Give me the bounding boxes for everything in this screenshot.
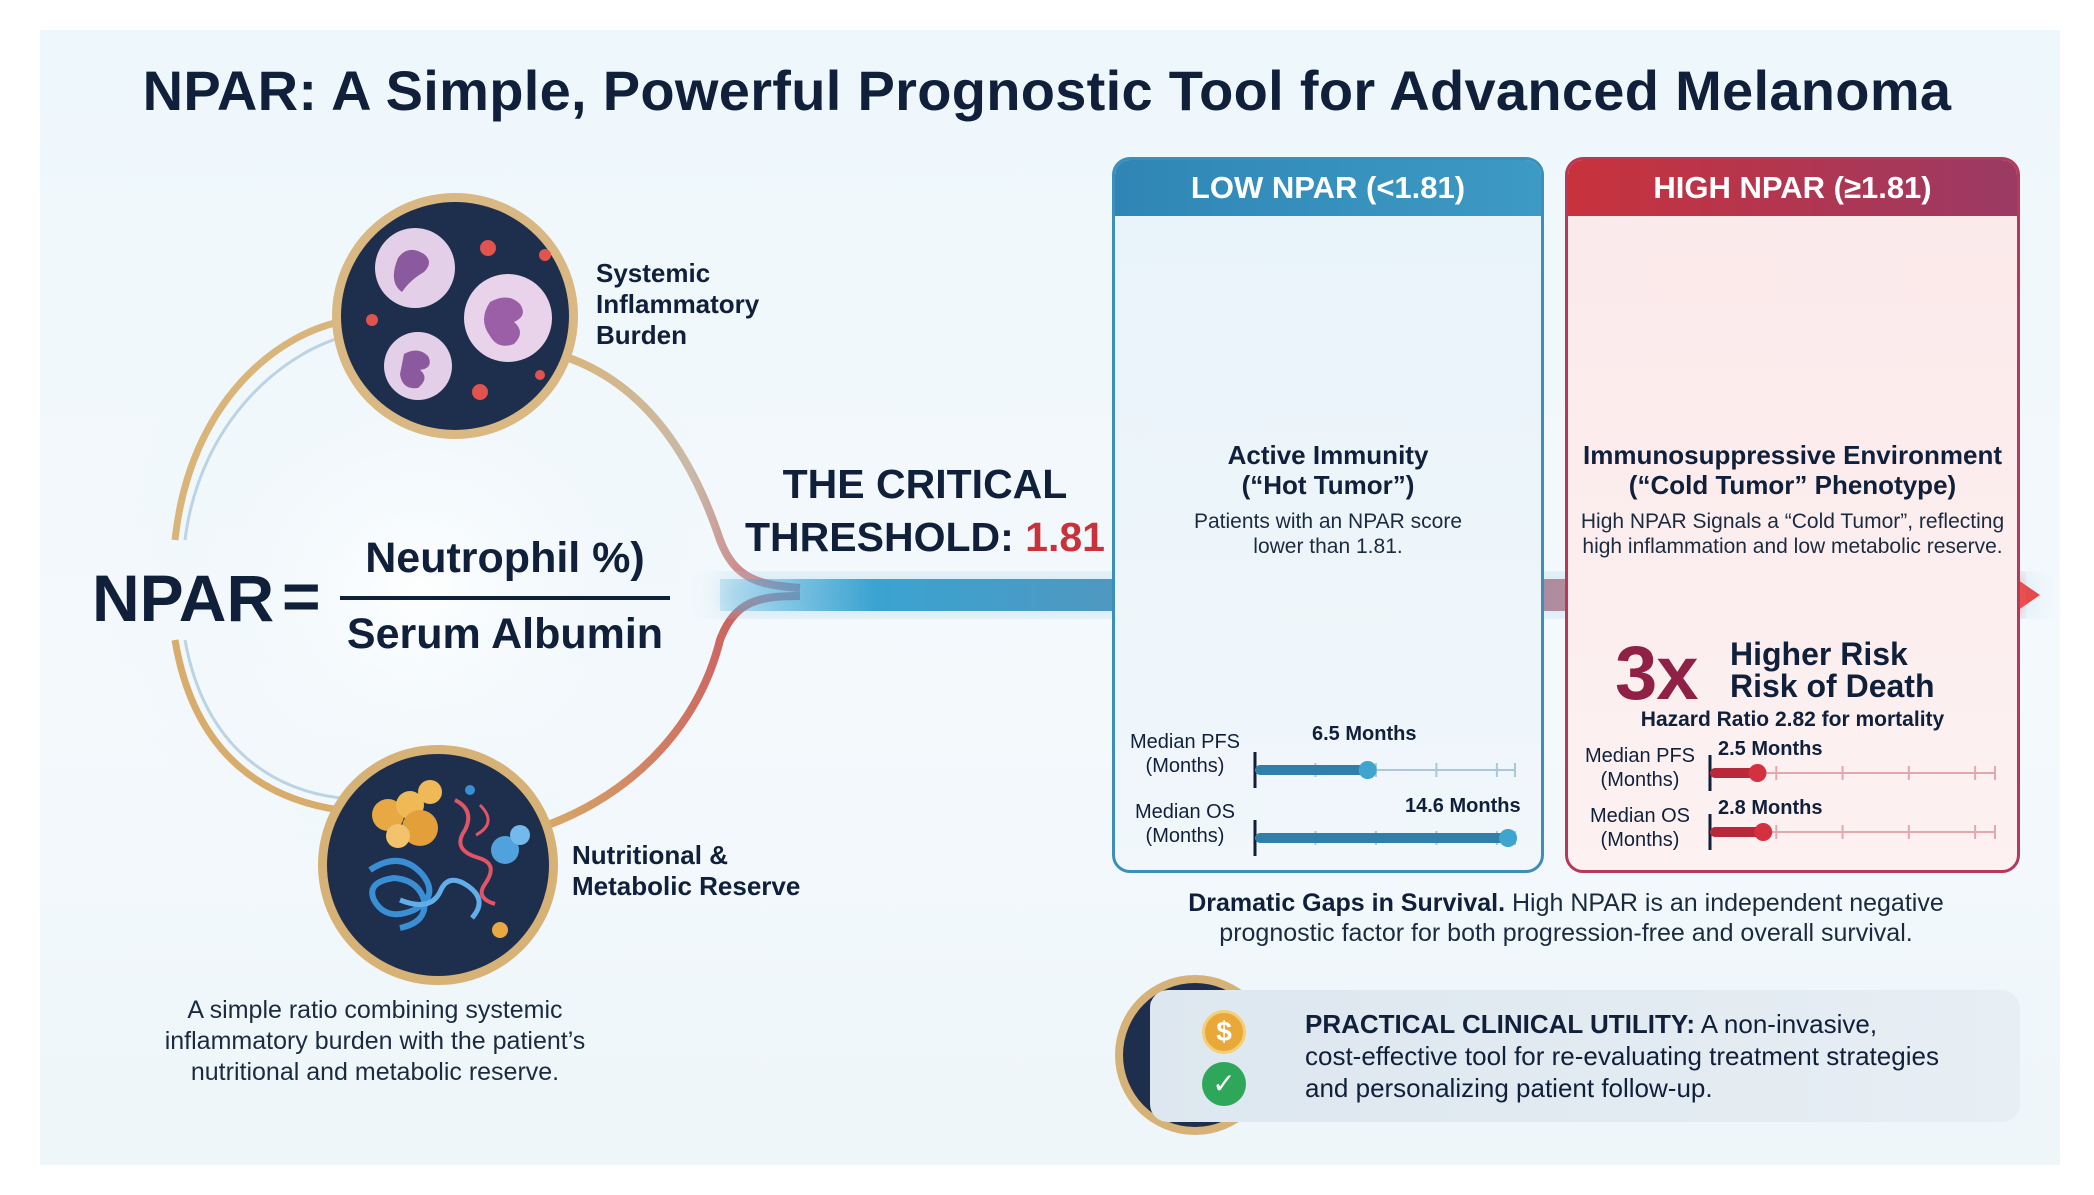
formula-glow bbox=[100, 290, 740, 890]
high-npar-header: HIGH NPAR (≥1.81) bbox=[1568, 160, 2017, 216]
low-subtitle-1: Active Immunity bbox=[1227, 440, 1429, 470]
formula-lhs: NPAR bbox=[92, 561, 275, 635]
gaps-line-2: prognostic factor for both progression-f… bbox=[1219, 919, 1913, 947]
risk-line-2: Risk of Death bbox=[1730, 668, 1935, 704]
inflammatory-line-1: Systemic bbox=[596, 258, 711, 288]
high-subtitle-1: Immunosuppressive Environment bbox=[1583, 440, 2002, 470]
low-npar-panel: LOW NPAR (<1.81) Active Immunity (“Hot T… bbox=[1112, 157, 1544, 873]
low-bar-marker-1 bbox=[1499, 829, 1518, 847]
survival-gaps-text: Dramatic Gaps in Survival. High NPAR is … bbox=[1112, 888, 2020, 948]
low-pfs-label-a: Median PFS bbox=[1129, 731, 1241, 753]
fraction-line bbox=[340, 596, 670, 600]
clinical-utility-box bbox=[1150, 990, 2020, 1122]
ring-arc-bottom-left bbox=[171, 639, 341, 814]
low-pfs-label-b: (Months) bbox=[1145, 755, 1225, 777]
low-os-label-b: (Months) bbox=[1145, 825, 1225, 847]
high-bar-0 bbox=[1710, 768, 1758, 778]
low-npar-header: LOW NPAR (<1.81) bbox=[1115, 160, 1541, 216]
low-desc-2: lower than 1.81. bbox=[1253, 535, 1403, 558]
threshold-line-1: THE CRITICAL bbox=[782, 461, 1068, 507]
formula-numerator: Neutrophil %) bbox=[365, 534, 645, 582]
low-bar-0 bbox=[1255, 765, 1368, 775]
low-subtitle-2: (“Hot Tumor”) bbox=[1241, 470, 1415, 500]
utility-line-1: A non-invasive, bbox=[1694, 1009, 1878, 1039]
hazard-ratio: Hazard Ratio 2.82 for mortality bbox=[1640, 708, 1945, 731]
nutritional-reserve-label: Nutritional & Metabolic Reserve bbox=[572, 840, 800, 902]
low-os-label: Median OS (Months) bbox=[1120, 800, 1250, 848]
ring-arc-top-left-inner bbox=[183, 333, 351, 541]
high-bar-marker-0 bbox=[1748, 764, 1767, 782]
threshold-line-2: THRESHOLD: bbox=[745, 514, 1014, 560]
high-os-value: 2.8 Months bbox=[1718, 797, 1823, 819]
high-pfs-label: Median PFS (Months) bbox=[1575, 744, 1705, 792]
low-desc-1: Patients with an NPAR score bbox=[1193, 510, 1463, 533]
low-os-label-a: Median OS bbox=[1134, 801, 1236, 823]
low-pfs-label: Median PFS (Months) bbox=[1120, 730, 1250, 778]
high-os-label: Median OS (Months) bbox=[1575, 804, 1705, 852]
high-subtitle-2: (“Cold Tumor” Phenotype) bbox=[1628, 470, 1957, 500]
formula-denominator: Serum Albumin bbox=[346, 610, 664, 658]
threshold-value: 1.81 bbox=[1025, 514, 1105, 560]
critical-threshold: THE CRITICAL THRESHOLD: 1.81 bbox=[740, 458, 1110, 564]
nutritional-line-1: Nutritional & bbox=[572, 840, 728, 870]
gaps-line-1: High NPAR is an independent negative bbox=[1505, 889, 1944, 917]
high-npar-panel: HIGH NPAR (≥1.81) Immunosuppressive Envi… bbox=[1565, 157, 2020, 873]
risk-multiplier: 3x bbox=[1615, 631, 1699, 716]
check-icon: ✓ bbox=[1202, 1062, 1246, 1106]
risk-line-1: Higher Risk bbox=[1730, 636, 1908, 672]
low-pfs-value: 6.5 Months bbox=[1312, 723, 1417, 745]
high-os-label-a: Median OS bbox=[1589, 805, 1691, 827]
low-os-value: 14.6 Months bbox=[1405, 795, 1521, 817]
low-bar-marker-0 bbox=[1358, 761, 1377, 779]
utility-line-2: cost-effective tool for re-evaluating tr… bbox=[1305, 1041, 1939, 1071]
high-bar-marker-1 bbox=[1754, 823, 1773, 841]
coin-icon: $ bbox=[1202, 1010, 1246, 1054]
high-desc-2: high inflammation and low metabolic rese… bbox=[1582, 535, 2003, 558]
inflammatory-burden-label: Systemic Inflammatory Burden bbox=[596, 258, 759, 351]
page-title: NPAR: A Simple, Powerful Prognostic Tool… bbox=[142, 59, 1952, 122]
clinical-utility-text: PRACTICAL CLINICAL UTILITY: A non-invasi… bbox=[1305, 1008, 1995, 1104]
inflammatory-line-2: Inflammatory bbox=[596, 289, 760, 319]
nutritional-line-2: Metabolic Reserve bbox=[572, 871, 801, 901]
ratio-caption: A simple ratio combining systemic inflam… bbox=[164, 996, 586, 1086]
ring-arc-top-left bbox=[171, 316, 351, 541]
high-desc-1: High NPAR Signals a “Cold Tumor”, reflec… bbox=[1580, 510, 2005, 533]
low-bar-1 bbox=[1255, 833, 1509, 843]
high-os-label-b: (Months) bbox=[1600, 829, 1680, 851]
neutrophil-circle-icon bbox=[332, 193, 578, 439]
formula-equals: = bbox=[282, 559, 321, 633]
gaps-bold: Dramatic Gaps in Survival. bbox=[1188, 889, 1506, 917]
inflammatory-line-3: Burden bbox=[596, 320, 687, 350]
albumin-protein-circle-icon bbox=[318, 745, 558, 985]
ring-arc-bottom-left-inner bbox=[183, 639, 341, 800]
high-pfs-label-a: Median PFS bbox=[1584, 745, 1696, 767]
utility-line-3: and personalizing patient follow-up. bbox=[1305, 1073, 1713, 1103]
high-pfs-value: 2.5 Months bbox=[1718, 738, 1823, 760]
high-bar-1 bbox=[1710, 827, 1764, 837]
high-pfs-label-b: (Months) bbox=[1600, 769, 1680, 791]
utility-bold: PRACTICAL CLINICAL UTILITY: bbox=[1305, 1009, 1695, 1039]
